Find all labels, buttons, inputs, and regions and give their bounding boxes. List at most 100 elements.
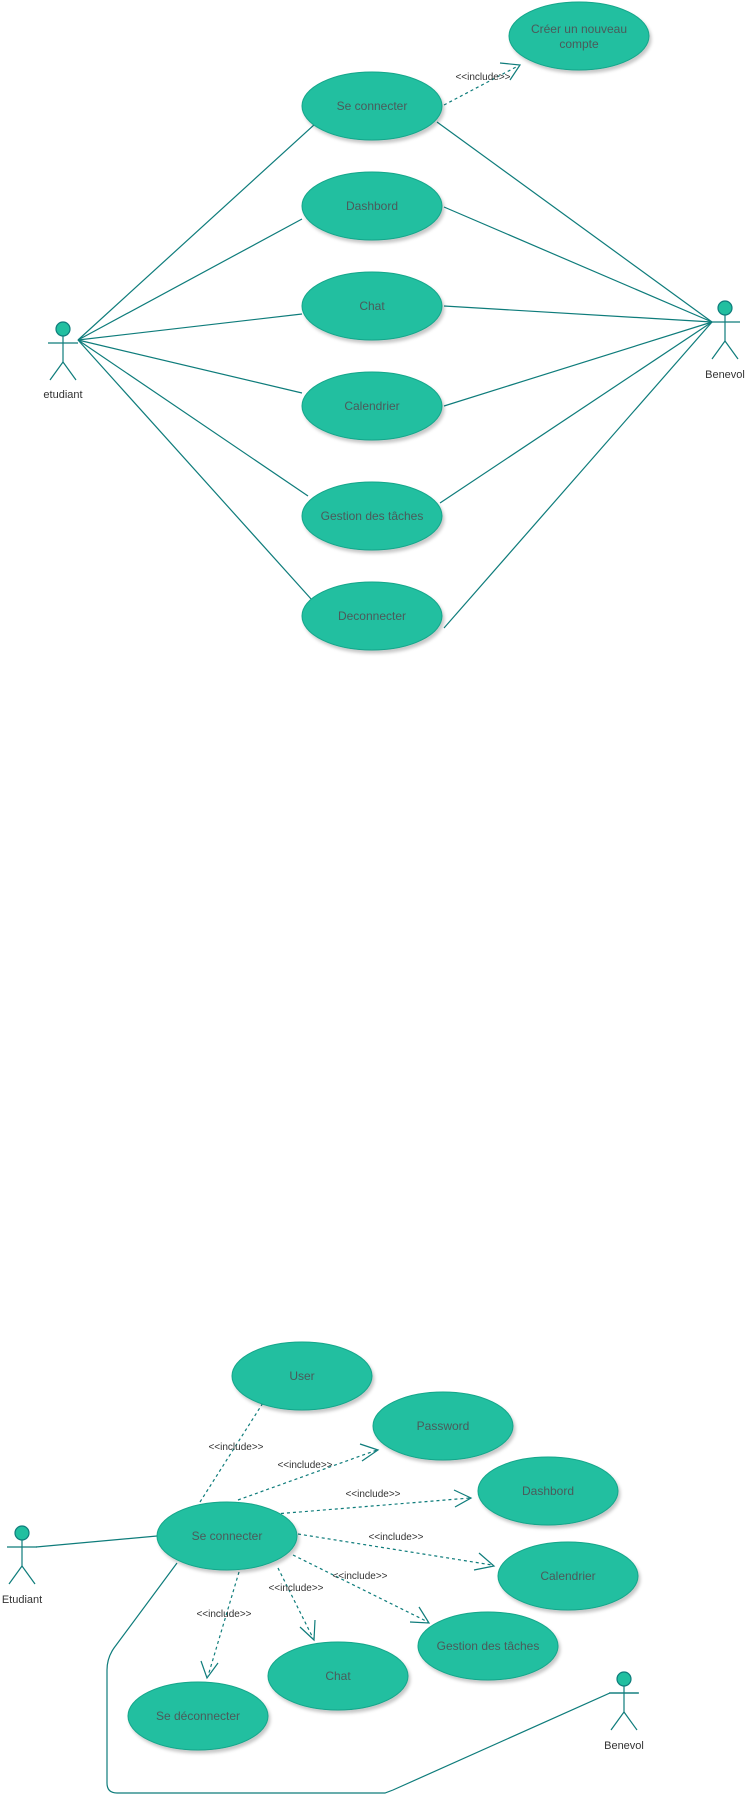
assoc-etudiant-se-connecter [77,123,316,341]
include-chat [277,1567,314,1639]
include-arrowhead [499,62,522,81]
usecase-label: Chat [359,299,385,313]
usecase-creer-compte[interactable]: Créer un nouveau compte [508,1,650,71]
usecase-shape [508,1,650,71]
actor-head [717,300,733,316]
usecase-label: Password [417,1419,470,1433]
usecase-label: Chat [325,1669,351,1683]
usecase-calendrier[interactable]: Calendrier [497,1541,639,1611]
actor-head [616,1671,632,1687]
usecase-shape [301,371,443,441]
assoc-benevol-se-connecter [436,121,713,323]
diagram-1 [77,62,713,629]
usecase-password[interactable]: Password [372,1391,514,1461]
include-label-user: <<include>> [208,1442,263,1453]
usecase-label: Gestion des tâches [321,509,424,523]
usecase-shape [127,1681,269,1751]
actor-leg-left [610,1711,625,1731]
actor-leg-right [724,340,739,360]
actor-leg-right [62,361,77,381]
include-password [237,1449,378,1501]
usecase-shape [417,1611,559,1681]
include-label-se-deconnecter: <<include>> [196,1609,251,1620]
usecase-gestion-taches[interactable]: Gestion des tâches [301,481,443,551]
actor-leg-left [711,340,726,360]
assoc-etudiant-gestion [77,339,309,497]
usecase-label: Se déconnecter [156,1709,240,1723]
actor-leg-left [49,361,64,381]
include-arrow-creer-compte [443,65,519,106]
usecase-shape [301,71,443,141]
actor-etudiant-2[interactable] [7,1525,37,1585]
actor-benevol-2[interactable] [609,1671,639,1731]
usecase-chat[interactable]: Chat [267,1641,409,1711]
include-label-gestion: <<include>> [332,1571,387,1582]
include-arrowhead-se-deconnecter [200,1660,219,1680]
actor-leg-right [21,1565,36,1585]
usecase-label: User [289,1369,314,1383]
usecase-gestion-taches[interactable]: Gestion des tâches [417,1611,559,1681]
usecase-deconnecter[interactable]: Deconnecter [301,581,443,651]
usecase-label: Dashbord [522,1484,574,1498]
include-arrowhead-calendrier [473,1552,496,1571]
usecase-shape [301,481,443,551]
include-label-password: <<include>> [277,1460,332,1471]
usecase-label: Dashbord [346,199,398,213]
assoc-etudiant-deconnecter [77,339,313,601]
actor-label-benevol: Benevol [604,1740,644,1752]
usecase-shape [301,271,443,341]
usecase-label: Calendrier [344,399,399,413]
actor-benevol-1[interactable] [710,300,740,360]
usecase-chat[interactable]: Chat [301,271,443,341]
assoc-etudiant-se-connecter [35,1535,158,1548]
usecase-dashbord[interactable]: Dashbord [477,1456,619,1526]
assoc-benevol-dashbord [443,206,713,323]
actor-leg-left [8,1565,23,1585]
assoc-etudiant-chat [77,313,303,341]
actor-label-etudiant: etudiant [43,389,82,401]
include-arrowhead-password [359,1443,380,1462]
include-gestion [292,1554,429,1623]
include-arrowhead-dashbord [453,1489,473,1508]
actor-label-benevol: Benevol [705,369,745,381]
actor-head [55,321,71,337]
usecase-shape [267,1641,409,1711]
usecase-shape [301,171,443,241]
usecase-label: Gestion des tâches [437,1639,540,1653]
usecase-se-connecter[interactable]: Se connecter [301,71,443,141]
include-arrowhead-chat [299,1619,316,1642]
assoc-benevol-calendrier [443,321,713,407]
assoc-etudiant-dashbord [77,218,303,341]
usecase-label: Calendrier [540,1569,595,1583]
usecase-se-deconnecter[interactable]: Se déconnecter [127,1681,269,1751]
usecase-se-connecter[interactable]: Se connecter [156,1501,298,1571]
actor-head [14,1525,30,1541]
usecase-label: Deconnecter [338,609,406,623]
include-label-calendrier: <<include>> [368,1532,423,1543]
usecase-shape [231,1341,373,1411]
usecase-label: Se connecter [192,1529,263,1543]
actor-etudiant-1[interactable] [48,321,78,381]
usecase-shape [301,581,443,651]
include-label: <<include>> [455,72,510,83]
usecase-shape [372,1391,514,1461]
assoc-benevol-chat [443,305,713,323]
usecase-user[interactable]: User [231,1341,373,1411]
assoc-benevol-gestion [439,321,713,504]
include-dashbord [274,1497,471,1515]
actor-label-etudiant: Etudiant [2,1594,42,1606]
include-arrowhead-gestion [409,1606,431,1624]
include-calendrier [297,1533,493,1566]
usecase-dashbord[interactable]: Dashbord [301,171,443,241]
usecase-calendrier[interactable]: Calendrier [301,371,443,441]
include-label-dashbord: <<include>> [345,1489,400,1500]
actor-leg-right [623,1711,638,1731]
usecase-label-line1: Créer un nouveau [531,22,627,36]
assoc-etudiant-calendrier [77,339,303,394]
assoc-benevol-deconnecter [443,321,713,629]
usecase-shape [156,1501,298,1571]
include-se-deconnecter [207,1571,240,1677]
usecase-label-line2: compte [559,37,599,51]
assoc-benevol-se-connecter [106,1562,638,1794]
